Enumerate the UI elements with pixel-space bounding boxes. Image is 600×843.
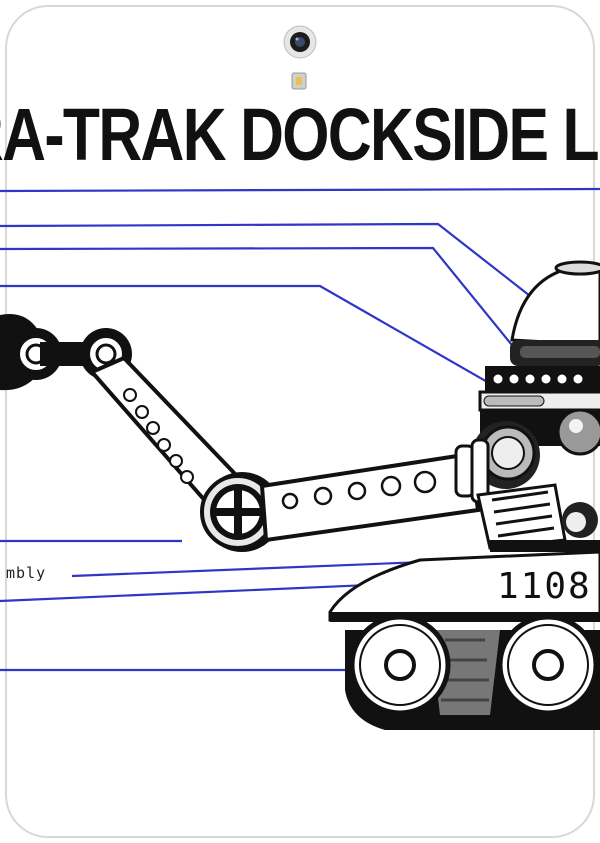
front-camera-icon [283,25,317,59]
arm-upper-segment [259,451,481,543]
tank-hull [328,550,600,622]
robot-body [454,260,600,552]
flash-sensor-icon [291,72,307,90]
tank-wheel-front [349,614,451,716]
serial-number: 1108 [497,566,592,607]
artwork-title: RA-TRAK DOCKSIDE L [0,93,600,176]
tank-wheel-rear [497,614,599,716]
callout-label: mbly [6,564,47,582]
